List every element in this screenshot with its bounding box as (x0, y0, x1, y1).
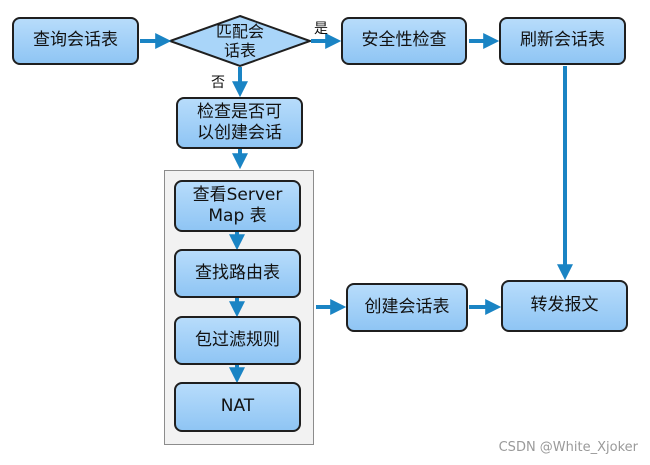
match-session-diamond (167, 14, 313, 68)
node-lookup-routing-label: 查找路由表 (195, 262, 280, 283)
edge-label-no: 否 (211, 75, 225, 91)
node-lookup-routing: 查找路由表 (174, 249, 301, 298)
node-match-session-label: 匹配会 话表 (215, 21, 264, 60)
node-nat-label: NAT (220, 396, 255, 417)
node-forward-packet-label: 转发报文 (530, 295, 599, 316)
node-refresh-session-label: 刷新会话表 (520, 30, 605, 51)
node-create-session-label: 创建会话表 (364, 296, 450, 317)
node-check-server-map: 查看Server Map 表 (174, 180, 301, 232)
node-forward-packet: 转发报文 (501, 280, 628, 332)
node-check-can-create: 检查是否可 以创建会话 (176, 97, 303, 149)
node-nat: NAT (174, 382, 301, 432)
node-match-session: 匹配会 话表 (192, 17, 288, 65)
node-security-check: 安全性检查 (341, 17, 467, 65)
node-security-check-label: 安全性检查 (361, 30, 447, 51)
node-check-server-map-label: 查看Server Map 表 (192, 184, 283, 226)
node-create-session: 创建会话表 (346, 283, 468, 332)
watermark: CSDN @White_Xjoker (498, 440, 638, 455)
node-packet-filter: 包过滤规则 (174, 316, 301, 365)
node-query-session: 查询会话表 (12, 17, 139, 65)
node-packet-filter-label: 包过滤规则 (195, 329, 280, 350)
node-refresh-session: 刷新会话表 (499, 17, 626, 65)
node-query-session-label: 查询会话表 (33, 30, 118, 51)
edge-label-yes: 是 (314, 21, 328, 37)
node-check-can-create-label: 检查是否可 以创建会话 (197, 101, 282, 143)
